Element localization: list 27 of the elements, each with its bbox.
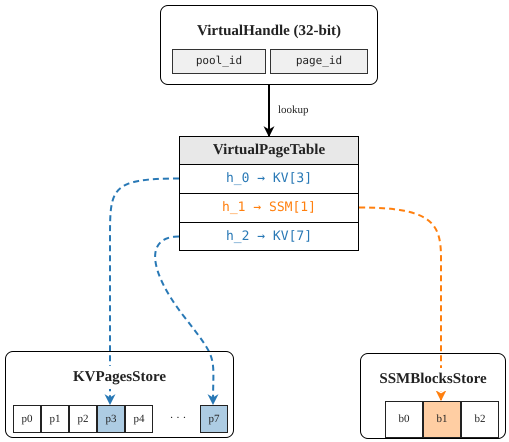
field-box: page_id xyxy=(270,49,368,74)
table-row: h_0 → KV[3] xyxy=(179,164,359,193)
memory-cell: p0 xyxy=(13,405,41,433)
store-panel xyxy=(5,351,234,438)
memory-cell: p2 xyxy=(69,405,97,433)
memory-cell: p1 xyxy=(41,405,69,433)
table-row: h_2 → KV[7] xyxy=(179,222,359,251)
memory-cell: p3 xyxy=(97,405,125,433)
memory-cell: b2 xyxy=(461,401,499,438)
store-panel xyxy=(160,5,378,85)
memory-cell: b1 xyxy=(423,401,461,438)
arrow xyxy=(104,178,180,406)
memory-cell: p7 xyxy=(200,405,228,433)
panel-title: KVPagesStore xyxy=(70,366,168,388)
arrow xyxy=(358,206,446,402)
memory-cell: b0 xyxy=(385,401,423,438)
edge-label: lookup xyxy=(277,104,310,116)
page-table xyxy=(179,136,359,251)
table-row: h_1 → SSM[1] xyxy=(179,193,359,222)
arrow xyxy=(264,85,274,138)
table-header: VirtualPageTable xyxy=(180,137,358,165)
memory-cell: p4 xyxy=(125,405,153,433)
panel-title: SSMBlocksStore xyxy=(377,368,489,390)
ellipsis-text: · · · xyxy=(168,411,188,426)
field-box: pool_id xyxy=(172,49,266,74)
arrow xyxy=(154,236,219,406)
store-panel xyxy=(360,353,506,439)
